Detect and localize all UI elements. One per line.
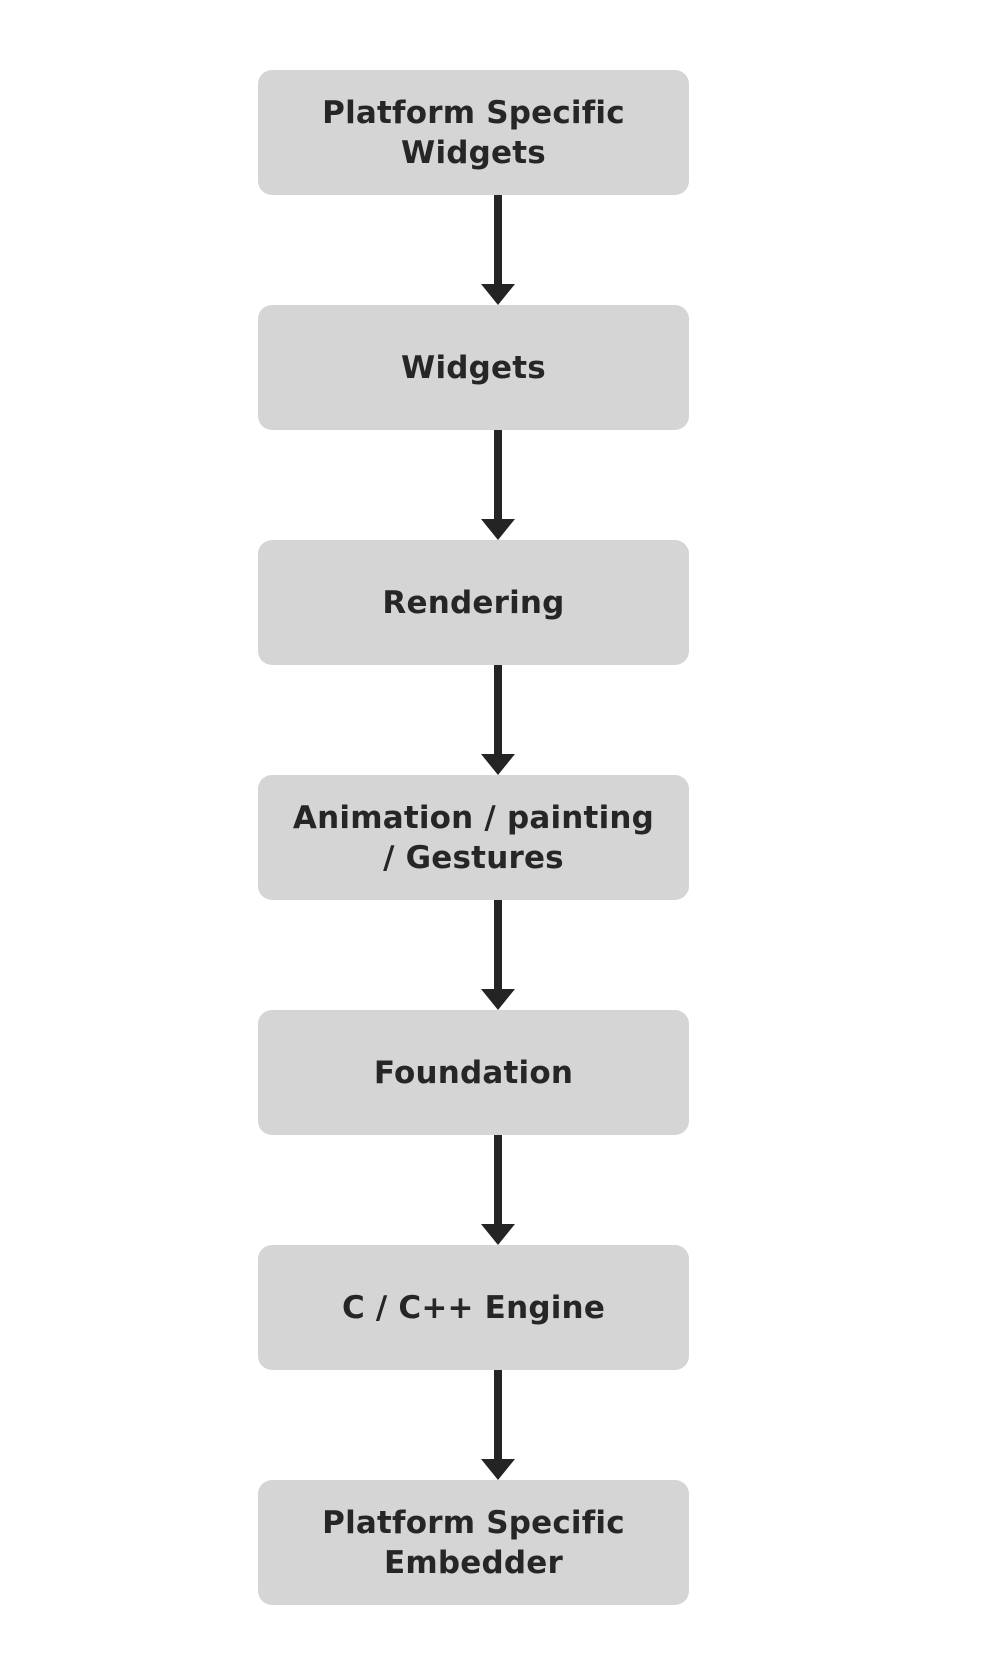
flow-connector — [258, 195, 689, 305]
flow-connector — [258, 1135, 689, 1245]
down-arrow-icon — [481, 900, 515, 1010]
flow-node-animation-painting-gestures: Animation / painting / Gestures — [258, 775, 689, 900]
flow-node-widgets: Widgets — [258, 305, 689, 430]
down-arrow-icon — [481, 1135, 515, 1245]
down-arrow-icon — [481, 430, 515, 540]
flow-connector — [258, 665, 689, 775]
down-arrow-icon — [481, 1370, 515, 1480]
flow-node-foundation: Foundation — [258, 1010, 689, 1135]
flow-node-c-cpp-engine: C / C++ Engine — [258, 1245, 689, 1370]
flow-node-platform-specific-embedder: Platform Specific Embedder — [258, 1480, 689, 1605]
flow-connector — [258, 430, 689, 540]
flow-connector — [258, 1370, 689, 1480]
flow-node-rendering: Rendering — [258, 540, 689, 665]
flow-node-platform-specific-widgets: Platform Specific Widgets — [258, 70, 689, 195]
down-arrow-icon — [481, 195, 515, 305]
down-arrow-icon — [481, 665, 515, 775]
flow-connector — [258, 900, 689, 1010]
